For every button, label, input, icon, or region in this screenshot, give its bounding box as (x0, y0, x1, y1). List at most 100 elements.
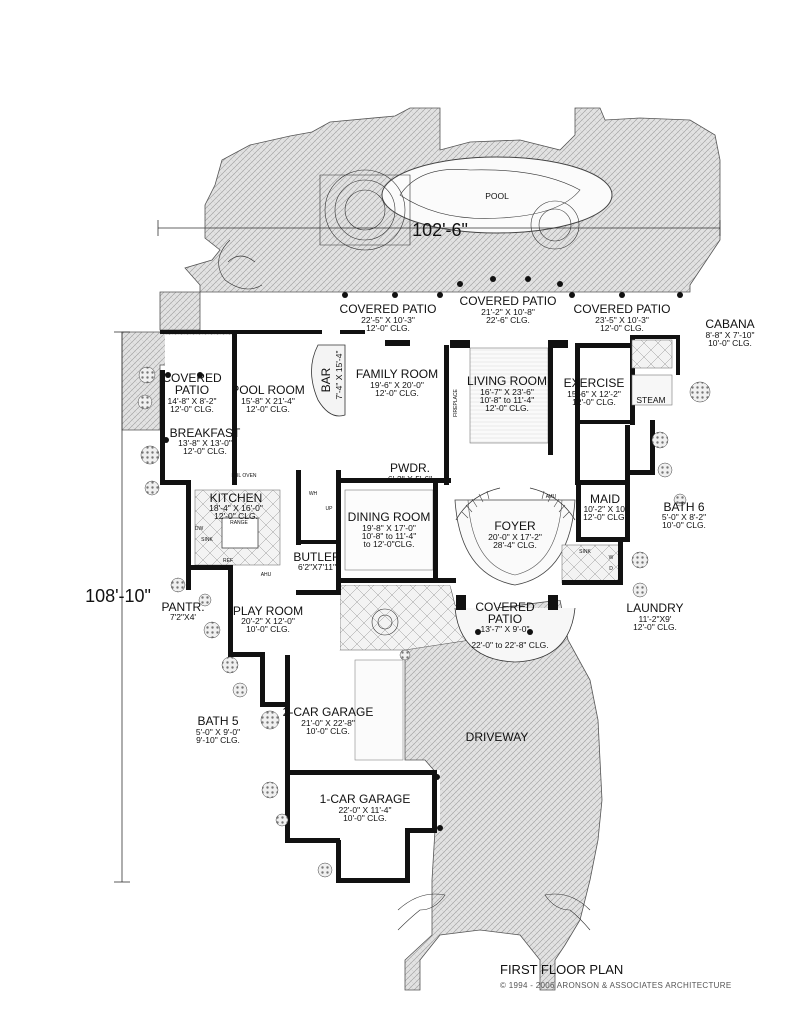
pantry-label: PANTR. (161, 600, 204, 614)
room-dimension-text: 8'-8" X 7'-10" (706, 330, 755, 340)
dining-room-label: DINING ROOM (348, 510, 431, 524)
bath5-label: BATH 5 (197, 714, 238, 728)
foyer-floor (454, 499, 576, 586)
exercise-label: EXERCISE (564, 376, 625, 390)
two-car-garage-label: 2-CAR GARAGE (283, 705, 374, 719)
room-dimension-text: 6'2"X7'11" (298, 562, 336, 572)
covered-patio-front-label: COVERED (475, 600, 535, 614)
garage-floor-marking (354, 659, 404, 761)
kitchen-label: KITCHEN (210, 491, 263, 505)
room-dimension-text: 12'-0" CLG. (214, 511, 258, 521)
room-dimension-text: 12'-0" CLG. (633, 622, 677, 632)
room-dimension-text: 12'-0" CLG. (366, 323, 410, 333)
covered-patio-center-label: COVERED PATIO (460, 294, 557, 308)
family-room-label: FAMILY ROOM (356, 367, 438, 381)
room-dimension-text: 13'-8" X 13'-0" (178, 438, 232, 448)
range-tag: RANGE (230, 520, 248, 526)
patio-columns (163, 276, 683, 831)
room-dimension-text: 28'-4" CLG. (493, 540, 537, 550)
room-dimension-text: 12'-0" CLG. (485, 403, 529, 413)
room-dimension-text: 12'-0" CLG. (170, 404, 214, 414)
room-dimension-text: 14'-8" X 8'-2" (168, 396, 217, 406)
room-dimension-text: 10'-8" to 11'-4" (480, 395, 535, 405)
room-dimension-text: 13'-7" X 9'-0" (481, 624, 530, 634)
room-dimension-text: 10'-0" CLG. (662, 520, 706, 530)
room-dimension-text: 11'-2"X9' (638, 614, 671, 624)
double-oven-tag: DBL OVEN (231, 473, 256, 479)
room-dimension-text: 12'-0" CLG. (572, 397, 616, 407)
room-dimension-text: 10'-0" CLG. (343, 813, 387, 823)
room-dimension-text: 15'-8" X 21'-4" (241, 396, 295, 406)
ahu-tag-foyer: AHU (546, 494, 557, 500)
room-dimension-text: 6'-3" X 5'-6" (388, 474, 432, 484)
laundry-floor (561, 544, 621, 584)
room-dimension-text: 12'-0" CLG. (246, 404, 290, 414)
living-room-floor (469, 347, 549, 444)
overall-width-label: 102'-6" (412, 220, 468, 240)
room-dimension-text: 20'-2" X 12'-0" (241, 616, 295, 626)
room-dimension-text: 7'2"X4' (170, 612, 196, 622)
room-dimension-text: 10'-2" X 10' (583, 504, 626, 514)
labels: POOL 102'-6" 108'-10" COVERED PATIO 22'-… (85, 191, 755, 823)
pool-label: POOL (485, 191, 509, 201)
driveway-paving (404, 599, 603, 991)
washer-tag: W (609, 555, 614, 561)
room-dimension-text: 10'-0" CLG. (306, 726, 350, 736)
room-dimension-text: 12'-0" CLG. (183, 446, 227, 456)
breakfast-label: BREAKFAST (170, 426, 241, 440)
front-covered-patio (454, 607, 576, 663)
room-dimension-text: 22'-0" X 11'-4" (338, 805, 391, 815)
room-dimension-text: 20'-0" X 17'-2" (488, 532, 542, 542)
cabana-floor (631, 339, 673, 369)
foyer-stairs (455, 487, 576, 521)
room-dimension-text: to 12'-0"CLG. (364, 539, 415, 549)
room-dimension-text: 10'-0" CLG. (708, 338, 752, 348)
room-dimension-text: 5'-0" X 9'-0" (196, 727, 240, 737)
room-dimension-text: 22'-0" to 22'-8" CLG. (471, 640, 548, 650)
room-dimension-text: 5'-0" X 8'-2" (662, 512, 706, 522)
steam-label: STEAM (636, 395, 665, 405)
laundry-label: LAUNDRY (626, 601, 683, 615)
room-dimension-text: PATIO (488, 612, 522, 626)
room-dimension-text: 19'-8" X 17'-0" (362, 523, 416, 533)
walls (160, 330, 680, 883)
copyright-text: © 1994 - 2006 ARONSON & ASSOCIATES ARCHI… (500, 981, 731, 990)
room-dimension-text: 21'-0" X 22'-8" (301, 718, 355, 728)
dining-room-floor (344, 489, 434, 571)
room-dimension-text: 23'-5" X 10'-3" (595, 315, 649, 325)
driveway-label: DRIVEWAY (466, 730, 529, 744)
room-dimension-text: 15'-6" X 12'-2" (567, 389, 621, 399)
powder-room-label: PWDR. (390, 461, 430, 475)
one-car-garage-label: 1-CAR GARAGE (320, 792, 411, 806)
room-dimension-text: 10'-8" to 11'-4" (362, 531, 417, 541)
steam-floor (631, 374, 673, 406)
foyer-label: FOYER (494, 519, 536, 533)
butler-label: BUTLER (293, 550, 341, 564)
covered-patio-left-label: COVERED PATIO (340, 302, 437, 316)
overall-depth-label: 108'-10" (85, 586, 151, 606)
room-dimension-text: 12'-0" CLG. (583, 512, 627, 522)
room-dimension-text: 12'-0" CLG. (375, 388, 419, 398)
room-dimension-text: 16'-7" X 23'-6" (480, 387, 534, 397)
laundry-sink-tag: SINK (579, 549, 591, 555)
room-dimension-text: 18'-4" X 16'-0" (209, 503, 263, 513)
kitchen-island (221, 517, 259, 549)
bar-label: BAR (319, 367, 333, 392)
plan-title: FIRST FLOOR PLAN (500, 962, 623, 977)
covered-patio-breakfast-label: COVERED (162, 371, 222, 385)
room-dimension-text: 19'-6" X 20'-0" (370, 380, 424, 390)
kitchen-sink-tag: SINK (201, 537, 213, 543)
dimension-lines (114, 220, 721, 883)
room-dimension-text: 7'-4" X 15'-4" (334, 351, 344, 400)
fireplace-tag: FIREPLACE (453, 388, 459, 416)
maid-room-label: MAID (590, 492, 620, 506)
room-dimension-text: 22'-5" X 10'-3" (361, 315, 415, 325)
bar-counter (311, 344, 346, 417)
ahu-tag-kitchen: AHU (261, 572, 272, 578)
stair-up-tag: UP (326, 506, 334, 512)
room-dimension-text: 21'-2" X 10'-8" (481, 307, 535, 317)
dryer-tag: D (609, 566, 613, 572)
play-room-label: PLAY ROOM (233, 604, 303, 618)
room-dimension-text: 22'-6" CLG. (486, 315, 530, 325)
